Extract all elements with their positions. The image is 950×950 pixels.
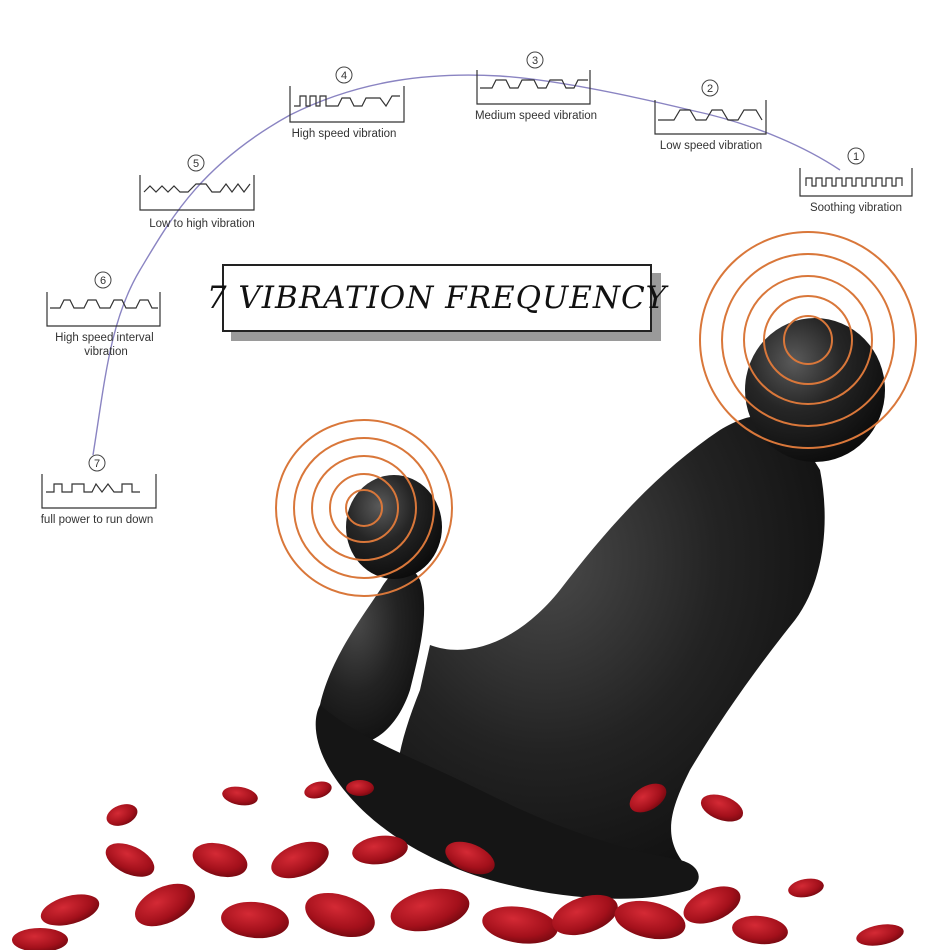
rose-petal (346, 780, 374, 796)
vibration-ring (783, 315, 833, 365)
rose-petal (192, 842, 248, 878)
vibration-rings-large (699, 231, 917, 449)
rose-petal (271, 841, 329, 879)
rose-petal (390, 888, 470, 932)
mode-4-number-circle (335, 66, 353, 84)
rose-petal (305, 892, 375, 938)
mode-4-waveform (289, 86, 405, 123)
mode-5-number: 5 (193, 158, 199, 170)
rose-petal (856, 924, 904, 946)
rose-petal (445, 841, 495, 875)
rose-petal (221, 901, 289, 939)
vibration-rings-small (275, 419, 453, 597)
mode-3-number: 3 (532, 55, 538, 67)
mode-6-number-circle (94, 271, 112, 289)
mode-6-group: 6 High speed interval vibration (46, 271, 161, 358)
rose-petal (552, 894, 618, 936)
rose-petal (700, 794, 744, 822)
mode-4-group: 4 High speed vibration (289, 66, 405, 140)
mode-7-number: 7 (94, 458, 100, 470)
mode-7-waveform (41, 474, 157, 509)
mode-1-number: 1 (853, 151, 859, 163)
product-base (315, 705, 699, 899)
rose-petal (135, 883, 195, 927)
mode-6-label-line: High speed interval (55, 332, 153, 344)
vibration-ring (329, 473, 399, 543)
mode-7-label: full power to run down (41, 514, 154, 526)
product-body (396, 415, 825, 894)
vibration-ring (699, 231, 917, 449)
mode-2-waveform (654, 100, 767, 135)
mode-4-label: High speed vibration (292, 128, 397, 140)
vibration-ring (293, 437, 435, 579)
mode-5-group: 5 Low to high vibration (139, 154, 255, 230)
mode-6-waveform (46, 292, 161, 327)
rose-petal (732, 915, 788, 945)
mode-5-waveform (139, 175, 255, 211)
rose-petal (482, 906, 558, 944)
rose-petal (222, 786, 258, 806)
vibration-ring (721, 253, 895, 427)
mode-1-number-circle (847, 147, 865, 165)
mode-2-label: Low speed vibration (660, 140, 762, 152)
rose-petal (40, 894, 100, 926)
mode-7-number-circle (88, 454, 106, 472)
mode-5-label: Low to high vibration (149, 218, 254, 230)
title-text: 7 VIBRATION FREQUENCY (206, 280, 668, 316)
rose-petal (629, 783, 667, 813)
mode-connector-arc (92, 74, 841, 456)
mode-3-label: Medium speed vibration (475, 110, 597, 122)
mode-2-group: 2 Low speed vibration (654, 79, 767, 152)
mode-6-number: 6 (100, 275, 106, 287)
rose-petal (304, 781, 332, 799)
mode-2-number: 2 (707, 83, 713, 95)
rose-petal (105, 843, 155, 877)
vibration-ring (311, 455, 417, 561)
rose-petal (106, 804, 138, 826)
mode-1-group: 1 Soothing vibration (799, 147, 913, 214)
rose-petal (12, 928, 68, 950)
mode-5-number-circle (187, 154, 205, 172)
mode-3-waveform (476, 70, 591, 105)
vibration-ring (345, 489, 383, 527)
rose-petal (788, 878, 824, 898)
vibration-ring (275, 419, 453, 597)
mode-6-label-line: vibration (84, 346, 127, 358)
mode-3-number-circle (526, 51, 544, 69)
mode-1-label: Soothing vibration (810, 202, 902, 214)
title-banner: 7 VIBRATION FREQUENCY (207, 264, 666, 332)
vibration-ring (763, 295, 853, 385)
product-short-arm (318, 567, 425, 745)
mode-2-number-circle (701, 79, 719, 97)
mode-4-number: 4 (341, 70, 347, 82)
rose-petal (683, 886, 741, 924)
mode-6-label: High speed interval vibration (55, 332, 157, 358)
mode-1-waveform (799, 168, 913, 197)
mode-7-group: 7 full power to run down (41, 454, 157, 526)
rose-petal (614, 900, 686, 940)
rose-petal (352, 835, 408, 865)
mode-3-group: 3 Medium speed vibration (475, 51, 597, 122)
rose-petals (12, 780, 904, 950)
vibration-ring (743, 275, 873, 405)
